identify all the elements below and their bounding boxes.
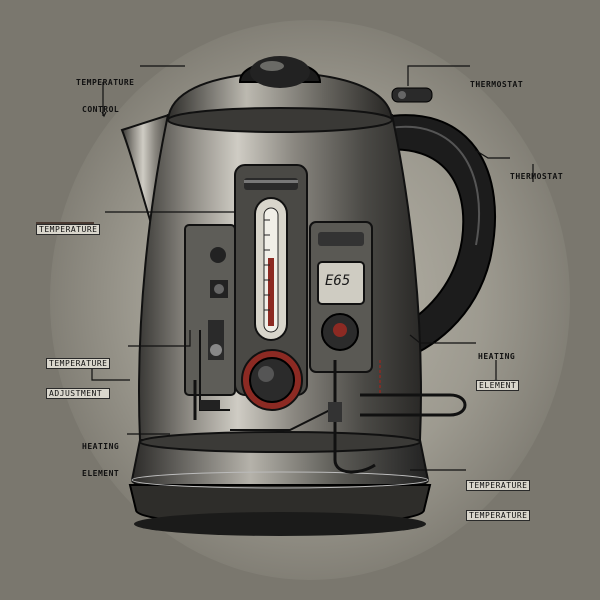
label-line: TEMPERATURE <box>36 224 101 235</box>
label-line: TEMPERATURE <box>76 78 135 87</box>
label-temperature-bottom: TEMPERATURE TEMPERATURE <box>466 462 531 540</box>
label-line: THERMOSTAT <box>470 80 524 89</box>
label-line: CONTROL <box>82 105 120 114</box>
digital-display-icon <box>317 261 365 305</box>
dial-knob-icon <box>241 349 303 411</box>
label-line: ELEMENT <box>476 380 520 391</box>
label-line: HEATING <box>82 442 120 451</box>
label-heating-element-left: HEATING ELEMENT <box>82 424 119 496</box>
label-line: TEMPERATURE <box>466 480 531 491</box>
label-line: THERMOSTAT <box>510 172 564 181</box>
label-line: TEMPERATURE <box>466 510 531 521</box>
label-temperature-control: TEMPERATURE CONTROL <box>76 60 134 132</box>
thermometer-icon <box>254 197 288 341</box>
label-line: ADJUSTMENT <box>46 388 111 399</box>
label-temperature-left: TEMPERATURE <box>36 206 101 254</box>
display-readout: E65 <box>325 273 351 289</box>
label-thermostat-right: THERMOSTAT <box>510 154 563 199</box>
label-line: HEATING <box>478 352 516 361</box>
label-thermostat-top: THERMOSTAT <box>470 62 523 107</box>
label-heating-element-right: HEATING ELEMENT <box>476 334 520 410</box>
label-temperature-adjustment: TEMPERATURE ADJUSTMENT <box>46 340 111 418</box>
label-line: TEMPERATURE <box>46 358 111 369</box>
label-line: ELEMENT <box>82 469 120 478</box>
